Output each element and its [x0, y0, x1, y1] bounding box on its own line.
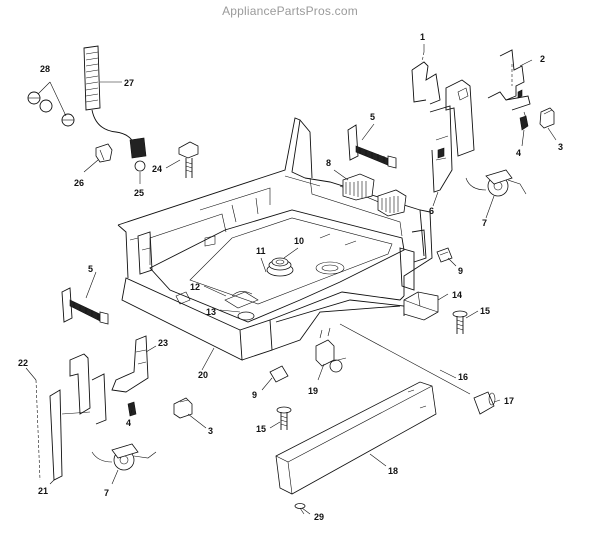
callout-3-upper: 3: [558, 142, 563, 152]
callout-3-lower: 3: [208, 426, 213, 436]
clip-upper: [519, 111, 529, 131]
terminal-block: [342, 173, 407, 217]
callout-14: 14: [452, 290, 462, 300]
hose-clip: [95, 143, 113, 163]
callout-26: 26: [74, 178, 84, 188]
callout-1: 1: [420, 32, 425, 42]
drain-hose: [83, 45, 147, 172]
callout-5-upper: 5: [370, 112, 375, 122]
callout-21: 21: [38, 486, 48, 496]
callout-labels: 1 2 3 3 4 4 5 5 6 7 7 8 9 9 10 11 12 13 …: [18, 32, 563, 522]
callout-19: 19: [308, 386, 318, 396]
callout-23: 23: [158, 338, 168, 348]
callout-16: 16: [458, 372, 468, 382]
water-valve: [315, 327, 347, 373]
door-latch-assembly: [411, 49, 531, 193]
callout-24: 24: [152, 164, 162, 174]
callout-18: 18: [388, 466, 398, 476]
float-switch-upper: [347, 124, 397, 169]
callout-5-lower: 5: [88, 264, 93, 274]
callout-11: 11: [256, 246, 266, 256]
callout-27: 27: [124, 78, 134, 88]
callout-13: 13: [206, 307, 216, 317]
callout-10: 10: [294, 236, 304, 246]
door-latch-lower: [35, 335, 149, 481]
callout-9-right: 9: [458, 266, 463, 276]
motor-upper: [465, 169, 527, 197]
callout-20: 20: [198, 370, 208, 380]
callout-4-lower: 4: [126, 418, 131, 428]
leader-lines: [25, 44, 557, 515]
callout-28: 28: [40, 64, 50, 74]
bracket-lower: [269, 365, 289, 383]
rod-and-knob: [339, 323, 496, 415]
motor-lower: [91, 443, 157, 471]
mounting-bracket: [403, 291, 439, 321]
callout-15-lower: 15: [256, 424, 266, 434]
callout-22: 22: [18, 358, 28, 368]
base-tub: [117, 117, 433, 361]
callout-8: 8: [326, 158, 331, 168]
toe-kick-panel: [275, 381, 437, 495]
callout-6: 6: [429, 206, 434, 216]
callout-17: 17: [504, 396, 514, 406]
callout-12: 12: [190, 282, 200, 292]
callout-25: 25: [134, 188, 144, 198]
watermark: AppliancePartsPros.com: [222, 4, 358, 18]
callout-9-lower: 9: [252, 390, 257, 400]
screw: [294, 503, 306, 515]
callout-4-upper: 4: [516, 148, 521, 158]
callout-7-upper: 7: [482, 218, 487, 228]
hose-clamps: [27, 91, 75, 127]
leveling-leg-right: [452, 310, 468, 334]
micro-switch-upper: [539, 107, 555, 129]
micro-switch-lower: [173, 397, 193, 419]
foot-24: [178, 141, 199, 178]
callout-7-lower: 7: [104, 488, 109, 498]
callout-29: 29: [314, 512, 324, 522]
float-switch-lower: [61, 287, 109, 325]
callout-15-right: 15: [480, 306, 490, 316]
callout-2: 2: [540, 54, 545, 64]
leveling-leg-front: [276, 406, 292, 430]
